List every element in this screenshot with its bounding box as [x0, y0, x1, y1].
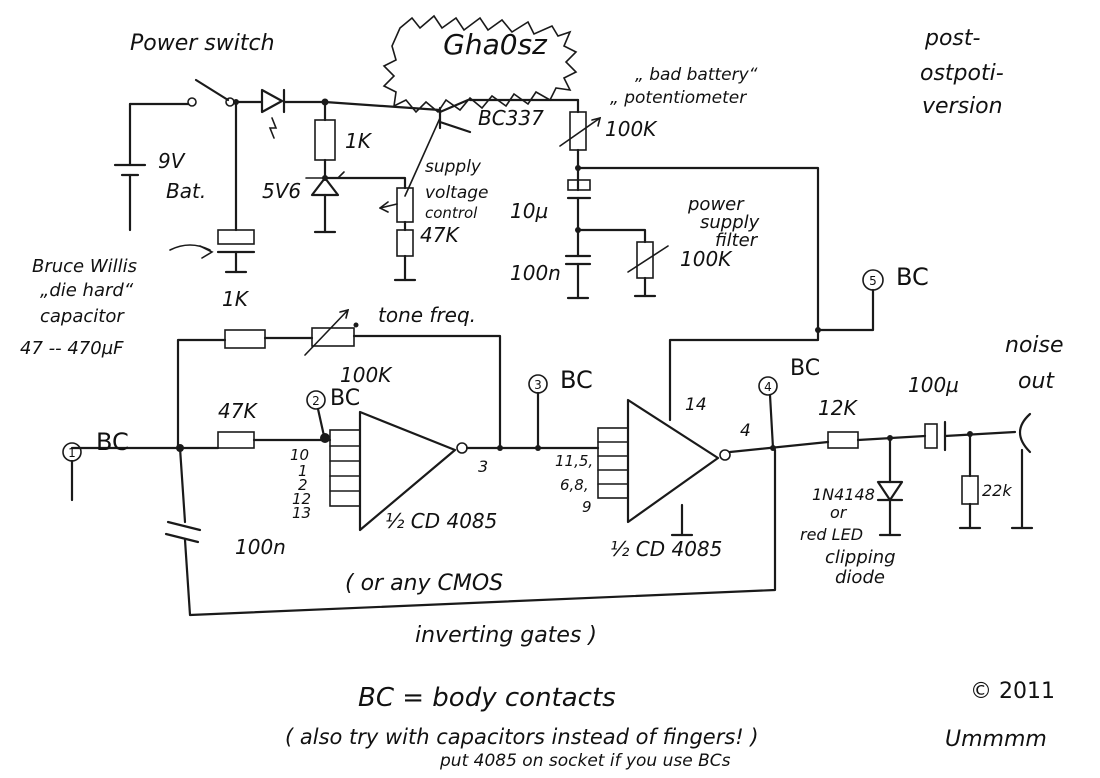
bad-battery-line-1: „ bad battery“: [635, 65, 758, 85]
bc5-label: BC: [896, 263, 929, 291]
resistor-1k-zener: 1K 5V6: [262, 119, 407, 234]
signature: Ummmm: [945, 727, 1047, 752]
body-contact-3: 3 BC: [528, 366, 593, 450]
inverting-gate-1: 10 1 2 12 13 3 ½ CD 4085: [290, 410, 600, 533]
pins-right-1: 11,5,: [555, 452, 593, 470]
c-100n-supply-label: 100n: [510, 261, 561, 285]
bc2-label: BC: [330, 386, 360, 411]
diode-line-3: red LED: [800, 525, 863, 544]
pins-right-2: 6,8,: [560, 476, 589, 494]
pin-13-label: 13: [292, 504, 311, 522]
body-contact-2: 2 BC: [306, 386, 360, 438]
body-contact-4: 4 BC: [758, 356, 820, 450]
reverse-polarity-diode: [260, 88, 286, 139]
tone-freq-label: tone freq.: [378, 303, 476, 327]
supply-voltage-pot: supply voltage control 47K: [379, 117, 489, 282]
bruce-line-2: „die hard“: [40, 280, 134, 301]
r-1k-tone-label: 1K: [222, 287, 250, 311]
power-switch-label: Power switch: [130, 31, 275, 56]
bruce-line-4: 47 -- 470µF: [20, 338, 124, 359]
filter-line-3: filter: [715, 230, 759, 251]
oscillator-section: 1K tone freq. 100K 47K 10 1 2 12 13: [70, 287, 820, 648]
clipping-diode-note: 1N4148 or red LED clipping diode: [800, 485, 896, 588]
supply-control-line-2: voltage: [425, 183, 489, 203]
capacitor-note: ( also try with capacitors instead of fi…: [285, 725, 759, 749]
battery-text-label: Bat.: [166, 179, 206, 203]
bad-battery-note: „ bad battery“ „ potentiometer: [610, 65, 758, 108]
pins-right-3: 9: [582, 498, 592, 516]
gate2-part-label: ½ CD 4085: [610, 537, 722, 561]
c-100u-label: 100µ: [908, 373, 959, 397]
pin-12-label: 12: [292, 490, 311, 508]
pot-100k-top-label: 100K: [605, 117, 658, 141]
pin-3-label: 3: [478, 457, 488, 476]
output-section: 12K 1N4148 or red LED clipping diode 100…: [728, 333, 1064, 588]
noise-out-jack: noise out: [1005, 333, 1064, 530]
power-supply-section: 9V Bat. Bruce Willis „die hard“ capacito…: [20, 78, 820, 359]
gate1-part-label: ½ CD 4085: [385, 509, 497, 533]
socket-note: put 4085 on socket if you use BCs: [439, 751, 731, 771]
r-22k-label: 22k: [982, 481, 1012, 500]
zener-label: 5V6: [262, 179, 301, 203]
supply-control-line-1: supply: [425, 157, 482, 177]
bc3-label: BC: [560, 366, 593, 394]
pin-14-label: 14: [685, 395, 707, 415]
r-47k-input-label: 47K: [218, 399, 258, 423]
diode-line-4: clipping: [825, 547, 896, 568]
pot-100k-tone-label: 100K: [340, 363, 393, 387]
bc3-number: 3: [534, 378, 542, 392]
filter-line-1: power: [687, 194, 745, 215]
cmos-note: ( or any CMOS: [345, 571, 503, 596]
battery-9v-symbol: 9V Bat.: [113, 102, 206, 232]
power-switch-symbol: [194, 78, 235, 107]
copyright: © 2011: [970, 679, 1055, 704]
bc4-number: 4: [764, 380, 772, 394]
r-47k-supply-label: 47K: [420, 223, 460, 247]
inverting-gates-note: inverting gates ): [415, 623, 597, 648]
pin-10-label: 10: [290, 446, 309, 464]
transistor-bc337: BC337: [438, 98, 580, 134]
pin-1-label: 1: [298, 462, 308, 480]
battery-voltage-label: 9V: [158, 149, 186, 173]
bad-battery-pot: 100K 10µ 100n 100K power supply filter: [510, 98, 820, 332]
version-line-2: ostpoti-: [920, 61, 1004, 86]
c-10u-label: 10µ: [510, 199, 548, 223]
r-1k-top-label: 1K: [345, 129, 373, 153]
body-contact-1: 1 BC: [62, 428, 129, 502]
bruce-line-3: capacitor: [40, 306, 125, 327]
inverting-gate-2: 11,5, 6,8, 9 14 4 ½ CD 4085: [555, 328, 820, 561]
version-line-3: version: [922, 94, 1003, 119]
title-text: Gha0sz: [443, 28, 548, 61]
bc-definition: BC = body contacts: [358, 683, 616, 713]
pin-2-label: 2: [298, 476, 308, 494]
title-burst-frame: [382, 14, 578, 114]
bc1-number: 1: [68, 446, 76, 460]
bc5-number: 5: [869, 274, 877, 288]
supply-control-line-3: control: [425, 204, 478, 222]
bc1-label: BC: [96, 428, 129, 456]
bruce-line-1: Bruce Willis: [32, 256, 137, 277]
pin-4-label: 4: [740, 421, 751, 441]
die-hard-capacitor-symbol: [169, 99, 256, 274]
version-note: post- ostpoti- version: [920, 26, 1004, 119]
noise-out-line-2: out: [1018, 369, 1055, 394]
r-12k-label: 12K: [818, 396, 858, 420]
noise-out-line-1: noise: [1005, 333, 1064, 358]
bc2-number: 2: [312, 394, 320, 408]
bc4-label: BC: [790, 356, 820, 381]
diode-line-2: or: [830, 503, 848, 522]
version-line-1: post-: [924, 26, 981, 51]
filter-line-2: supply: [700, 212, 760, 233]
diode-line-1: 1N4148: [812, 485, 875, 504]
bad-battery-line-2: „ potentiometer: [610, 88, 747, 108]
transistor-label: BC337: [478, 106, 544, 130]
feedback-capacitor-100n: 100n: [164, 446, 777, 617]
title-group: Gha0sz: [382, 14, 578, 114]
body-contact-5: 5 BC: [815, 263, 929, 333]
diode-line-5: diode: [835, 567, 885, 588]
pot-100k-filter-label: 100K: [680, 247, 733, 271]
c-100n-bottom-label: 100n: [235, 535, 286, 559]
bruce-willis-note: Bruce Willis „die hard“ capacitor 47 -- …: [20, 256, 137, 359]
